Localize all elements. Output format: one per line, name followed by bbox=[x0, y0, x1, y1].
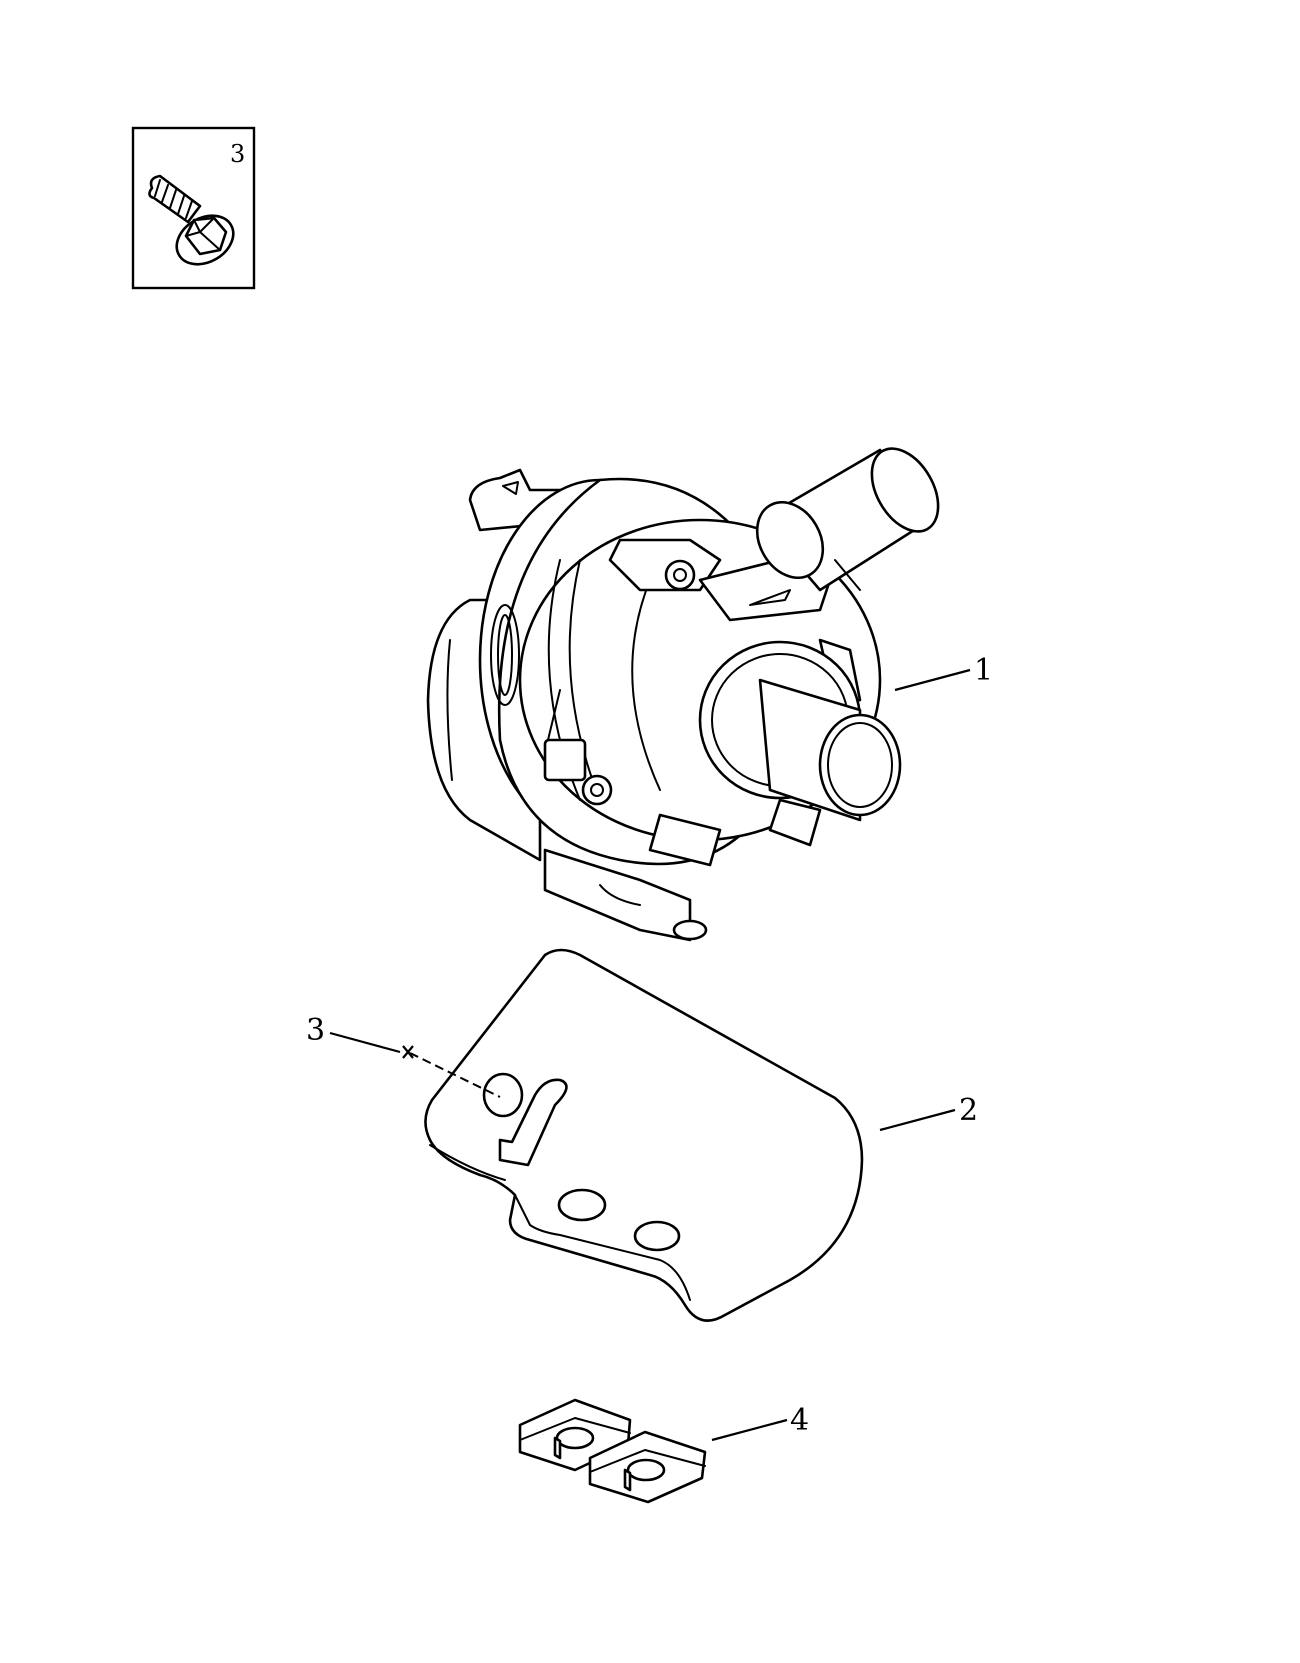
callout-4: 4 bbox=[790, 1403, 809, 1438]
callout-labels: 1 2 3 4 bbox=[306, 653, 993, 1438]
leader-2 bbox=[879, 1108, 956, 1132]
callout-leaders bbox=[329, 668, 971, 1442]
callout-2: 2 bbox=[959, 1093, 978, 1128]
callout-1: 1 bbox=[974, 653, 993, 688]
bolt-position-mark bbox=[402, 1045, 414, 1059]
bolt-icon bbox=[148, 174, 235, 266]
clip-nut-icon[interactable] bbox=[518, 1398, 707, 1504]
callout-3: 3 bbox=[306, 1013, 325, 1048]
inset-box[interactable]: 3 bbox=[131, 126, 256, 290]
water-pump-icon[interactable] bbox=[426, 437, 952, 942]
mounting-bracket-icon[interactable] bbox=[424, 948, 864, 1322]
leader-4 bbox=[711, 1418, 788, 1442]
leader-3 bbox=[329, 1031, 401, 1054]
leader-1 bbox=[894, 668, 971, 692]
inset-label: 3 bbox=[230, 140, 245, 168]
leader-3-dashed bbox=[409, 1052, 501, 1098]
